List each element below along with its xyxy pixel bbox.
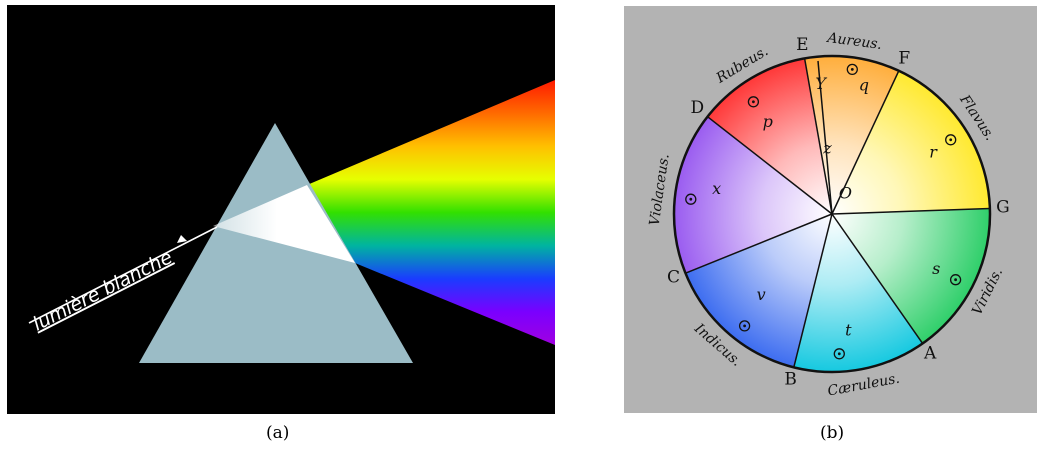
color-wheel-diagram: EFGABCDAureus.Flavus.Viridis.Cæruleus.In… (624, 6, 1037, 413)
beam-arrow-icon (177, 235, 187, 243)
wheel-inner-mark: q (859, 75, 869, 94)
wheel-dot (747, 96, 760, 108)
wheel-inner-mark: Y (815, 74, 827, 93)
wheel-inner-mark: x (712, 179, 721, 198)
wheel-inner-mark: v (757, 285, 766, 304)
wheel-inner-mark: z (822, 139, 832, 158)
wheel-dot-center (837, 352, 841, 356)
wheel-inner-mark: s (932, 259, 940, 278)
wheel-spoke (707, 116, 833, 215)
wheel-point-label: C (667, 268, 680, 288)
wheel-dot (846, 63, 858, 76)
white-light-wedge (213, 185, 355, 263)
wheel-dot-center (954, 278, 957, 282)
wheel-spoke (831, 213, 924, 344)
wheel-dot (685, 193, 697, 205)
wheel-inner-mark: O (839, 184, 852, 203)
wheel-point-label: F (898, 49, 910, 69)
prism-diagram: lumière blanche (7, 5, 555, 414)
wheel-color-name: Aureus. (825, 30, 883, 53)
caption-b: (b) (820, 423, 845, 443)
wheel-spoke (685, 213, 833, 274)
wheel-dot-center (743, 324, 746, 328)
wheel-dot (833, 348, 845, 360)
wheel-inner-mark: p (763, 112, 773, 131)
prism (139, 123, 413, 363)
prism-panel: lumière blanche (7, 5, 555, 414)
wheel-dot-center (752, 100, 755, 104)
spectrum-fan (307, 80, 555, 345)
wheel-spoke (793, 213, 833, 368)
wheel-rim (672, 54, 992, 374)
wheel-point-label: D (690, 98, 704, 118)
incident-beam (28, 226, 218, 324)
wheel-spoke (803, 58, 833, 215)
wheel-dot-center (850, 68, 854, 71)
wheel-point-label: G (996, 198, 1010, 218)
wheel-dot (949, 274, 962, 286)
wheel-point-label: E (796, 35, 808, 55)
wheel-dot (738, 320, 751, 332)
wheel-point-label: B (784, 369, 797, 389)
wheel-spokes (685, 58, 990, 368)
wheel-point-label: A (923, 344, 937, 364)
wheel-inner-mark: r (929, 143, 938, 162)
wheel-dot-center (949, 138, 953, 142)
wheel-inner-mark: t (845, 320, 852, 339)
wheel-dot-center (689, 197, 693, 201)
axis-line-y (817, 60, 833, 215)
caption-a: (a) (266, 423, 290, 443)
wheel-spoke (831, 207, 990, 215)
wheel-spoke (831, 70, 900, 215)
wheel-dot (945, 134, 957, 146)
